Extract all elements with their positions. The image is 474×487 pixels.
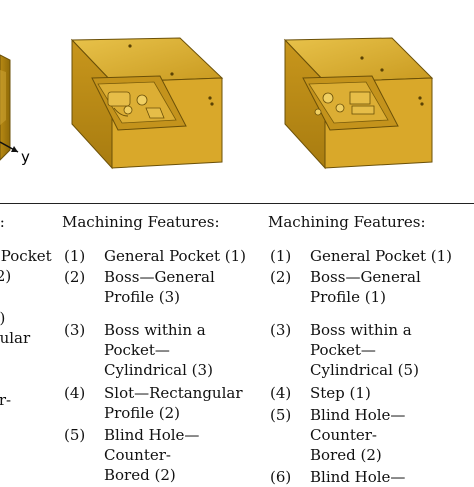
axis-triad: y	[0, 141, 30, 166]
list-item: t Pocket (2)	[0, 247, 52, 285]
part-renderings: y	[0, 37, 434, 170]
part-left-partial	[0, 54, 11, 161]
table-rule	[0, 203, 474, 204]
part-right	[283, 37, 434, 170]
list-item: er-	[0, 391, 12, 409]
column-title: Machining Features:	[62, 213, 220, 231]
list-item: 0)	[0, 309, 6, 327]
column-title: Machining Features:	[268, 213, 426, 231]
column-title: s:	[0, 213, 5, 231]
axis-y-label: y	[21, 148, 30, 166]
part-middle	[70, 37, 224, 170]
list-item: gular	[0, 329, 31, 347]
